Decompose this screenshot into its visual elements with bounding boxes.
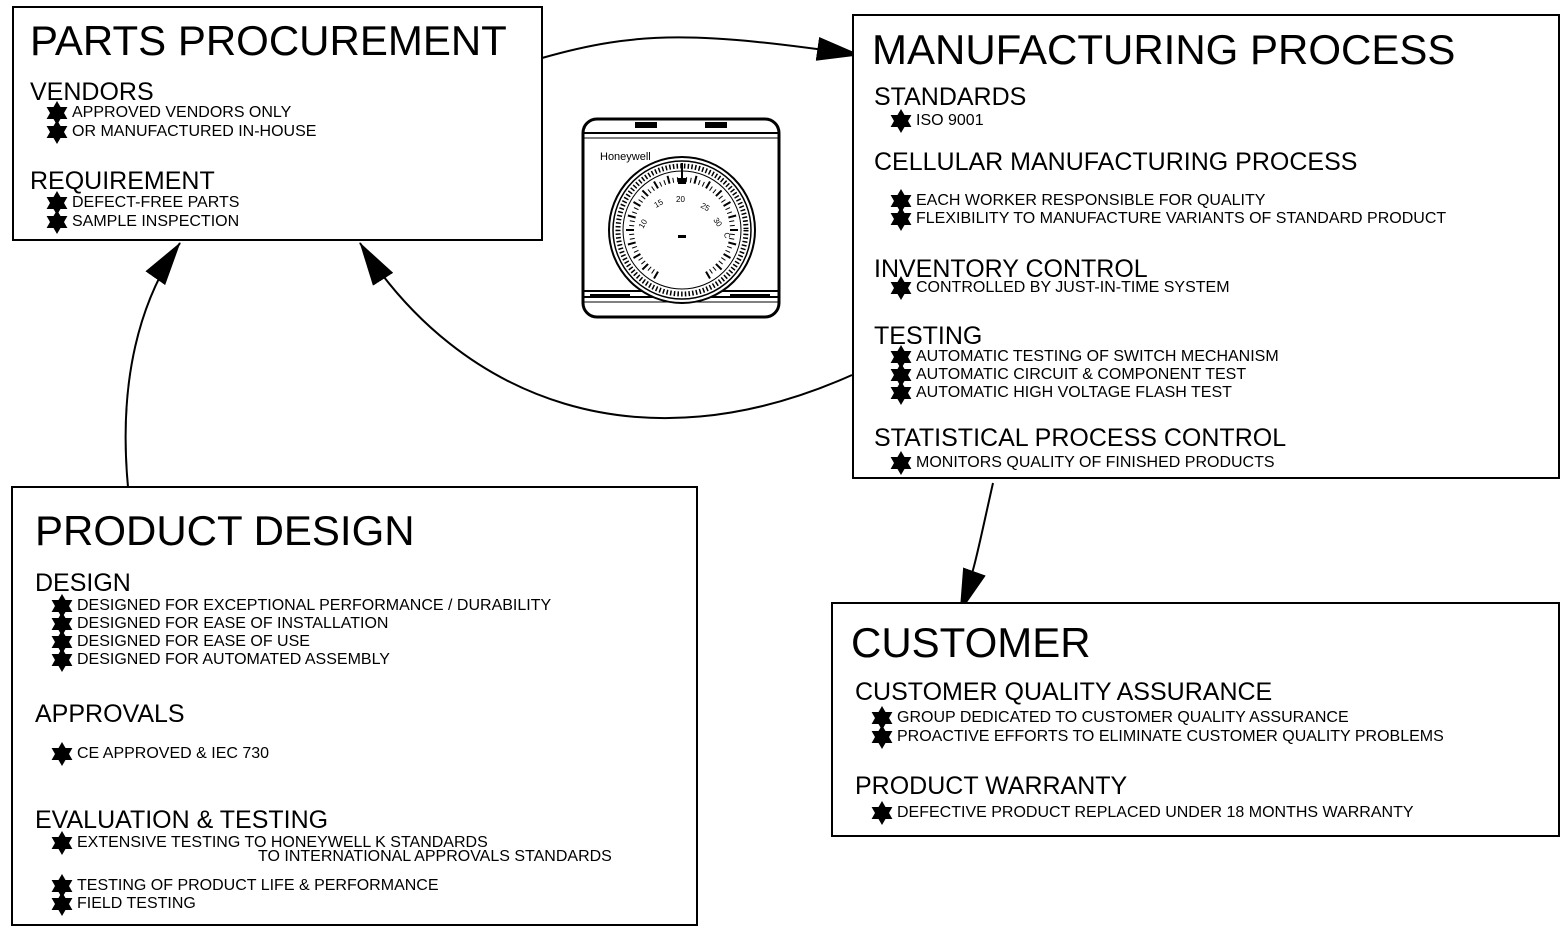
list-item: CONTROLLED BY JUST-IN-TIME SYSTEM bbox=[892, 275, 1230, 301]
star-bullet-icon bbox=[888, 380, 914, 406]
list-item: MONITORS QUALITY OF FINISHED PRODUCTS bbox=[892, 450, 1275, 476]
product-design-box: PRODUCT DESIGN DESIGN DESIGNED FOR EXCEP… bbox=[11, 486, 698, 926]
list-item: OR MANUFACTURED IN-HOUSE bbox=[48, 119, 316, 145]
thermostat-illustration: Honeywell 10 15 20 25 30 C bbox=[580, 116, 782, 320]
warranty-heading: PRODUCT WARRANTY bbox=[855, 774, 1127, 799]
star-bullet-icon bbox=[49, 647, 75, 673]
list-item-continuation: TO INTERNATIONAL APPROVALS STANDARDS bbox=[258, 849, 612, 865]
list-item: CE APPROVED & IEC 730 bbox=[53, 741, 269, 767]
star-bullet-icon bbox=[888, 275, 914, 301]
star-bullet-icon bbox=[869, 800, 895, 826]
parts-procurement-title: PARTS PROCUREMENT bbox=[30, 20, 507, 62]
star-bullet-icon bbox=[49, 830, 75, 856]
star-bullet-icon bbox=[888, 450, 914, 476]
spc-heading: STATISTICAL PROCESS CONTROL bbox=[874, 426, 1286, 451]
list-item: DEFECTIVE PRODUCT REPLACED UNDER 18 MONT… bbox=[873, 800, 1414, 826]
arrow-manufacturing-to-customer bbox=[960, 483, 993, 612]
product-design-title: PRODUCT DESIGN bbox=[35, 510, 415, 552]
dial-label-20: 20 bbox=[676, 195, 685, 204]
arrow-parts-to-manufacturing bbox=[542, 37, 860, 58]
honeywell-logo-text: Honeywell bbox=[600, 151, 651, 163]
standards-heading: STANDARDS bbox=[874, 85, 1026, 110]
customer-box: CUSTOMER CUSTOMER QUALITY ASSURANCE GROU… bbox=[831, 602, 1560, 837]
list-item: SAMPLE INSPECTION bbox=[48, 209, 239, 235]
customer-title: CUSTOMER bbox=[851, 622, 1091, 664]
star-bullet-icon bbox=[888, 206, 914, 232]
star-bullet-icon bbox=[888, 108, 914, 134]
manufacturing-process-box: MANUFACTURING PROCESS STANDARDS ISO 9001… bbox=[852, 14, 1560, 479]
star-bullet-icon bbox=[44, 209, 70, 235]
list-item: FIELD TESTING bbox=[53, 891, 196, 917]
manufacturing-process-title: MANUFACTURING PROCESS bbox=[872, 29, 1455, 71]
star-bullet-icon bbox=[49, 891, 75, 917]
list-item: PROACTIVE EFFORTS TO ELIMINATE CUSTOMER … bbox=[873, 724, 1444, 750]
list-item: DESIGNED FOR AUTOMATED ASSEMBLY bbox=[53, 647, 390, 673]
list-item: ISO 9001 bbox=[892, 108, 984, 134]
cellular-heading: CELLULAR MANUFACTURING PROCESS bbox=[874, 150, 1357, 175]
list-item: FLEXIBILITY TO MANUFACTURE VARIANTS OF S… bbox=[892, 206, 1446, 232]
star-bullet-icon bbox=[49, 741, 75, 767]
approvals-heading: APPROVALS bbox=[35, 702, 185, 727]
cqa-heading: CUSTOMER QUALITY ASSURANCE bbox=[855, 680, 1272, 705]
list-item: AUTOMATIC HIGH VOLTAGE FLASH TEST bbox=[892, 380, 1232, 406]
parts-procurement-box: PARTS PROCUREMENT VENDORS APPROVED VENDO… bbox=[12, 6, 543, 241]
star-bullet-icon bbox=[869, 724, 895, 750]
arrow-design-to-parts bbox=[126, 243, 180, 487]
star-bullet-icon bbox=[44, 119, 70, 145]
